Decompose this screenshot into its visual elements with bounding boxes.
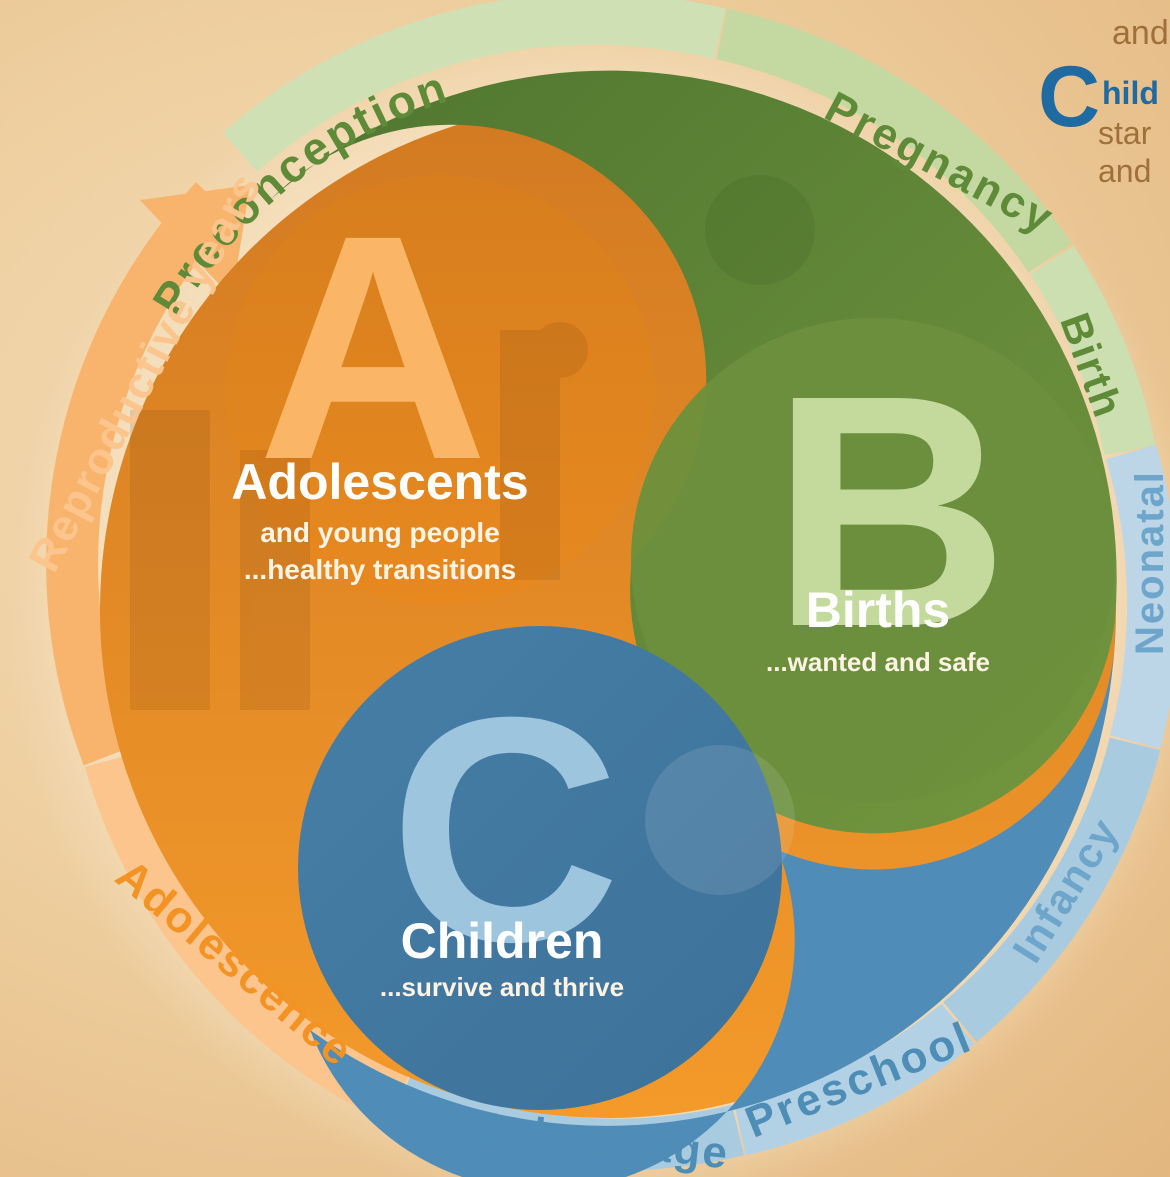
letter-a: A [257, 168, 488, 526]
births-title: Births [806, 582, 950, 638]
ring-segment-pregnancy [716, 8, 1072, 273]
children-title: Children [401, 913, 604, 969]
births-subtitle: ...wanted and safe [766, 647, 990, 677]
letter-b: B [771, 326, 1009, 695]
reproductive-arrow-head [140, 185, 250, 298]
photo-texture [130, 175, 815, 895]
ring-segment-birth [1030, 245, 1156, 456]
region-c-crescent [310, 620, 1116, 1177]
children-subtitle: ...survive and thrive [380, 972, 624, 1002]
corner-text-line3: star [1098, 115, 1152, 151]
adolescents-title: Adolescents [231, 454, 528, 510]
adolescents-subtitle-2: ...healthy transitions [244, 554, 516, 585]
ring-segment-preconception [222, 0, 727, 172]
ring-label-neonatal: Neonatal [1128, 470, 1170, 655]
ring-segment-reproductive-years [46, 182, 235, 766]
letter-c: C [389, 650, 620, 1008]
circle-b [631, 318, 1115, 802]
ring-segment-neonatal [1106, 444, 1170, 749]
circle-c [298, 626, 782, 1110]
corner-text-line2: hild [1102, 75, 1159, 111]
circle-a [225, 175, 655, 605]
corner-text-line4: and [1098, 153, 1151, 189]
ring-segment-preschool [734, 1003, 975, 1156]
corner-drop-cap: C [1038, 49, 1100, 145]
adolescents-subtitle-1: and young people [260, 517, 500, 548]
corner-text-line1: and [1112, 14, 1169, 52]
ring-segment-infancy [943, 737, 1161, 1042]
